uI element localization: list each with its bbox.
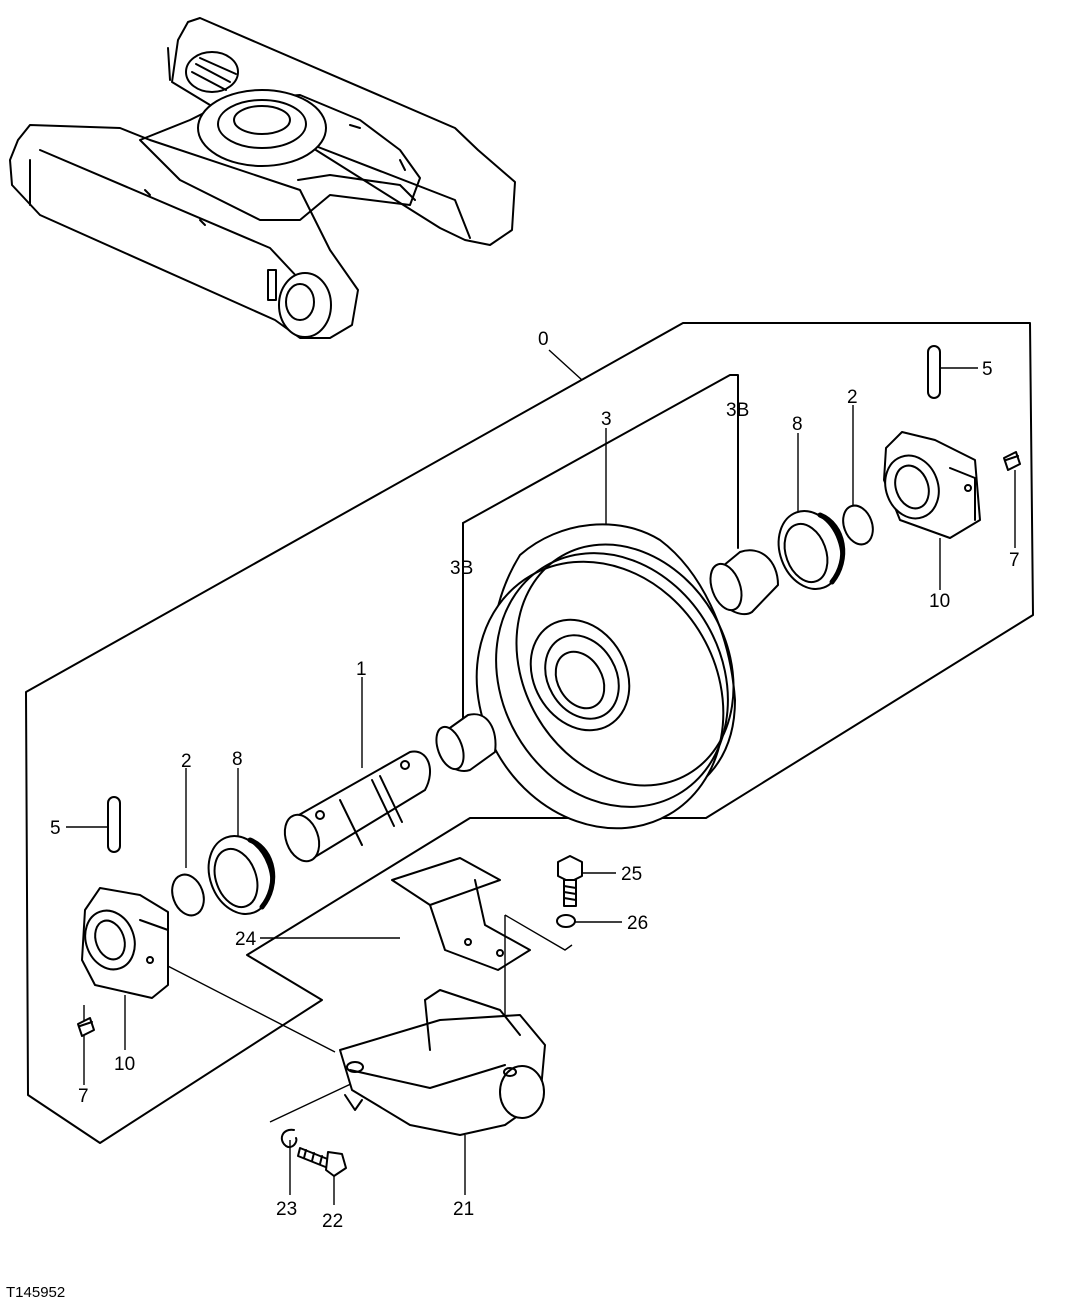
grease-fitting-lower [77,1017,95,1037]
callout-25: 25 [621,864,642,885]
callout-8-lower: 8 [232,749,243,770]
callout-8-upper: 8 [792,414,803,435]
callout-10-lower: 10 [114,1054,135,1075]
callout-23: 23 [276,1199,297,1220]
callout-3b-upper: 3B [726,400,749,421]
callout-26: 26 [627,913,648,934]
bolt-lower [297,1147,347,1177]
pin-lower [107,796,121,853]
callout-0: 0 [538,329,549,350]
undercarriage-overview [9,17,516,339]
figure-id: T145952 [6,1284,65,1301]
bolt-upper [557,855,583,907]
seal-lower [207,835,276,915]
washer [556,914,576,928]
callout-24: 24 [235,929,257,950]
snap-ring [280,1128,298,1148]
o-ring-upper [842,504,874,546]
callout-2-upper: 2 [847,387,858,408]
callout-21: 21 [453,1199,474,1220]
callout-10-upper: 10 [929,591,950,612]
seal-upper [777,510,846,590]
callout-3b-lower: 3B [450,558,473,579]
callout-3: 3 [601,409,612,430]
grease-fitting-upper [1003,451,1021,471]
bearing-block-upper [883,431,981,539]
idler-wheel [475,523,736,830]
o-ring-lower [171,873,205,917]
bearing-block-lower [81,887,169,999]
callout-1: 1 [356,659,367,680]
callout-2-lower: 2 [181,751,192,772]
bracket-plate [391,857,531,971]
callout-5-upper: 5 [982,359,993,380]
bushing-upper [709,549,779,616]
callout-7-upper: 7 [1009,550,1020,571]
callout-labels: 0 1 2 2 3 3B 3B 5 5 7 7 8 8 10 10 21 22 … [50,329,1020,1232]
callout-7-lower: 7 [78,1086,89,1107]
pin-upper [927,345,941,399]
shaft [283,750,431,863]
callout-22: 22 [322,1211,343,1232]
callout-5-lower: 5 [50,818,61,839]
bushing-lower [435,713,497,772]
tensioner-yoke [339,989,546,1136]
